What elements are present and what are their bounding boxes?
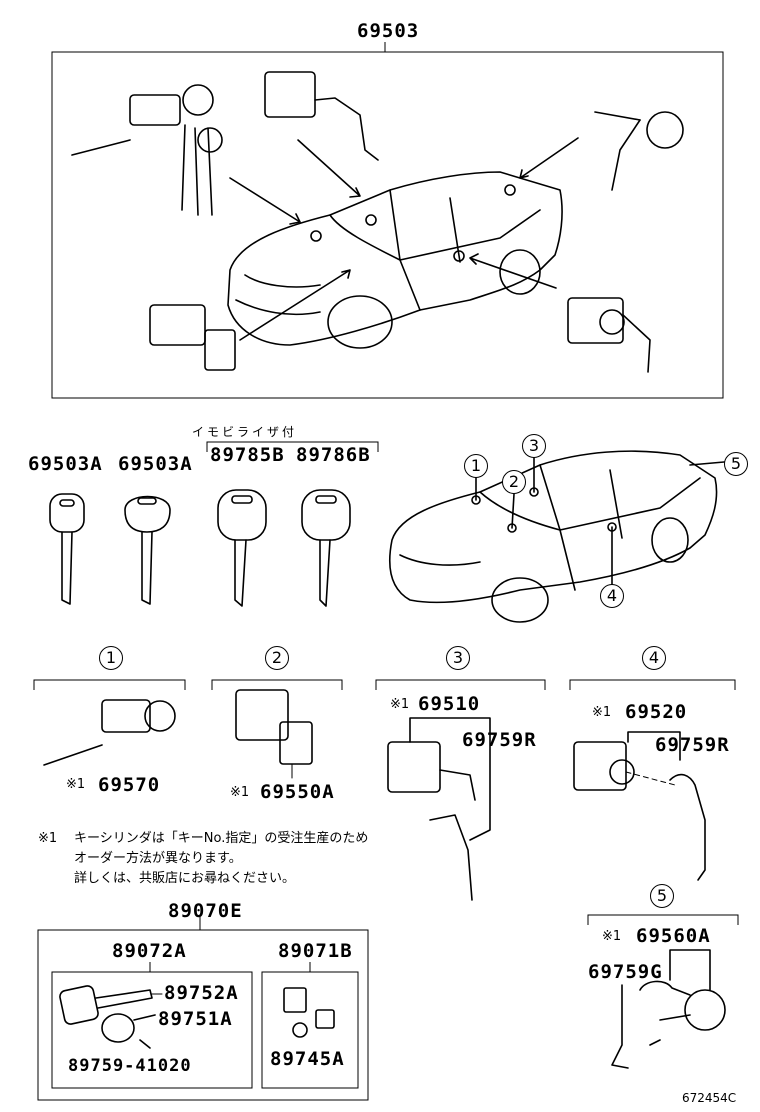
figure-id: 672454C — [682, 1091, 737, 1105]
callout-2: 2 — [502, 470, 526, 494]
assembly-frame — [51, 51, 724, 399]
key-89786B — [301, 489, 351, 607]
mark-69520: ※1 — [592, 705, 612, 720]
note-line-2: オーダー方法が異なります。 — [74, 851, 242, 866]
door-lock-part-top-right — [594, 111, 684, 191]
note-line-3: 詳しくは、共販店にお尋ねください。 — [74, 871, 296, 886]
key-label-89786B: 89786B — [296, 444, 371, 466]
mark-69560A: ※1 — [602, 929, 622, 944]
section-4-header: 4 — [642, 646, 666, 670]
callout-3: 3 — [522, 434, 546, 458]
part-label-89751A: 89751A — [158, 1008, 233, 1030]
part-label-69759R-b: 69759R — [655, 734, 730, 756]
part-69560A-illustration — [611, 949, 726, 1069]
part-label-89759-41020: 89759-41020 — [68, 1056, 192, 1076]
section-2-header: 2 — [265, 646, 289, 670]
part-label-89752A: 89752A — [164, 982, 239, 1004]
note-mark: ※1 — [38, 831, 58, 846]
mark-69510: ※1 — [390, 697, 410, 712]
kit-frame-89072A — [51, 971, 253, 1089]
kit-label-89072A: 89072A — [112, 940, 187, 962]
kit-label-89070E: 89070E — [168, 900, 243, 922]
ignition-cylinder-part-top — [71, 84, 223, 216]
part-69520-illustration — [573, 731, 706, 881]
transponder-chip-89745A — [283, 987, 335, 1038]
callout-5: 5 — [724, 452, 748, 476]
part-label-69520: 69520 — [625, 701, 688, 723]
mark-69570: ※1 — [66, 777, 86, 792]
part-label-69560A: 69560A — [636, 925, 711, 947]
part-label-69759G: 69759G — [588, 961, 663, 983]
car-illustration-reference — [388, 450, 725, 623]
section-3-header: 3 — [446, 646, 470, 670]
trunk-lock-part-top — [149, 304, 236, 371]
key-89785B — [217, 489, 267, 607]
key-label-69503A-2: 69503A — [118, 453, 193, 475]
callout-1: 1 — [464, 454, 488, 478]
note-line-1: キーシリンダは「キーNo.指定」の受注生産のため — [74, 831, 369, 846]
part-label-69570: 69570 — [98, 774, 161, 796]
kit-frame-89071B — [261, 971, 359, 1089]
section-5-header: 5 — [650, 884, 674, 908]
kit-label-89071B: 89071B — [278, 940, 353, 962]
part-69550A-illustration — [235, 689, 313, 779]
steering-lock-part-top — [264, 71, 379, 161]
key-blank-89752A — [59, 985, 163, 1025]
part-69570-illustration — [43, 699, 176, 766]
transponder-89751A — [101, 1013, 156, 1043]
part-label-89745A: 89745A — [270, 1048, 345, 1070]
kit-frame-89070E — [37, 929, 369, 1101]
key-69503A-2 — [124, 495, 171, 605]
part-69510-illustration — [387, 717, 491, 901]
mark-69550A: ※1 — [230, 785, 250, 800]
part-label-69759R-a: 69759R — [462, 729, 537, 751]
key-69503A-1 — [49, 493, 85, 605]
group-label-69503: 69503 — [357, 20, 420, 42]
car-illustration-top — [227, 171, 563, 349]
section-1-header: 1 — [99, 646, 123, 670]
door-cylinder-part-bottom-right — [567, 297, 651, 373]
callout-4: 4 — [600, 584, 624, 608]
part-label-69510: 69510 — [418, 693, 481, 715]
location-arrows — [229, 137, 579, 341]
key-label-89785B: 89785B — [210, 444, 285, 466]
screw-89759 — [139, 1039, 151, 1049]
immobilizer-note: イモビライザ付 — [192, 425, 298, 439]
key-label-69503A-1: 69503A — [28, 453, 103, 475]
part-label-69550A: 69550A — [260, 781, 335, 803]
